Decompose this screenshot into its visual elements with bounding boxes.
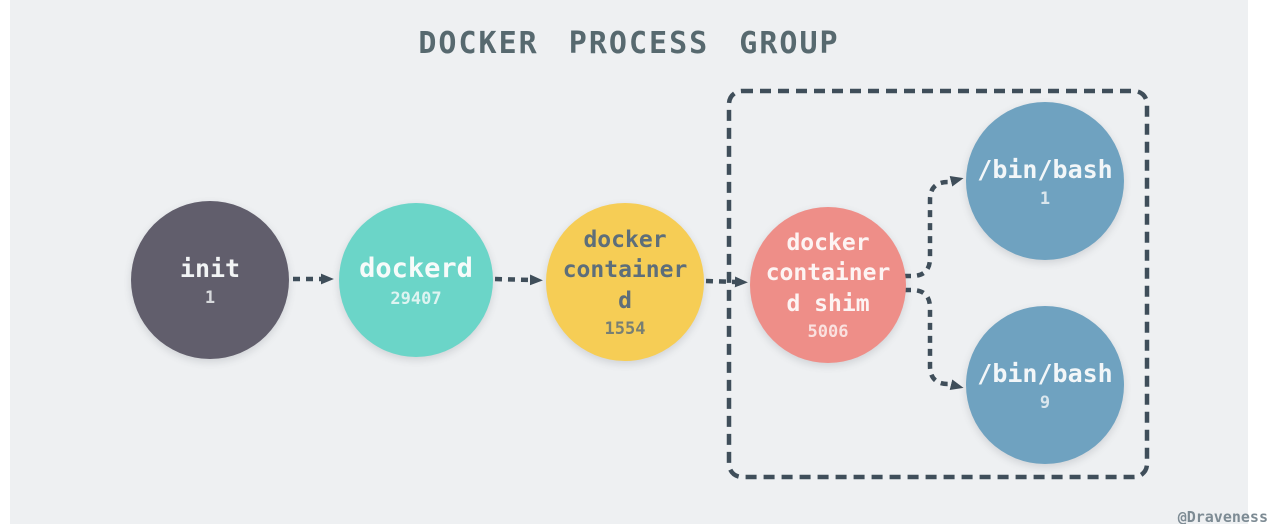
process-pid: 9 [1039, 393, 1051, 413]
process-name: /bin/bash [977, 155, 1113, 184]
process-name: docker containerd shim [765, 229, 891, 317]
process-node-dockerd: dockerd 29407 [339, 203, 493, 357]
edge-shim-bash9 [904, 287, 964, 390]
process-name: init [179, 254, 241, 283]
process-node-init: init 1 [131, 201, 289, 359]
process-pid: 1 [1039, 189, 1051, 209]
edge-containerd-shim [705, 276, 748, 288]
process-pid: 1554 [604, 319, 646, 340]
process-name: docker containerd [562, 226, 688, 314]
author-watermark: @Draveness [1177, 508, 1268, 524]
process-node-bin-bash-1: /bin/bash 1 [966, 102, 1124, 260]
diagram-title: DOCKER PROCESS GROUP [418, 26, 840, 61]
process-pid: 5006 [807, 322, 849, 343]
process-node-docker-containerd-shim: docker containerd shim 5006 [750, 207, 906, 363]
process-pid: 29407 [390, 289, 442, 310]
process-name: /bin/bash [977, 359, 1113, 388]
process-pid: 1 [204, 288, 216, 308]
edge-dockerd-containerd [494, 274, 543, 286]
edge-shim-bash1 [904, 176, 964, 279]
process-name: dockerd [359, 252, 473, 284]
process-node-bin-bash-9: /bin/bash 9 [966, 306, 1124, 464]
process-node-docker-containerd: docker containerd 1554 [546, 203, 704, 361]
